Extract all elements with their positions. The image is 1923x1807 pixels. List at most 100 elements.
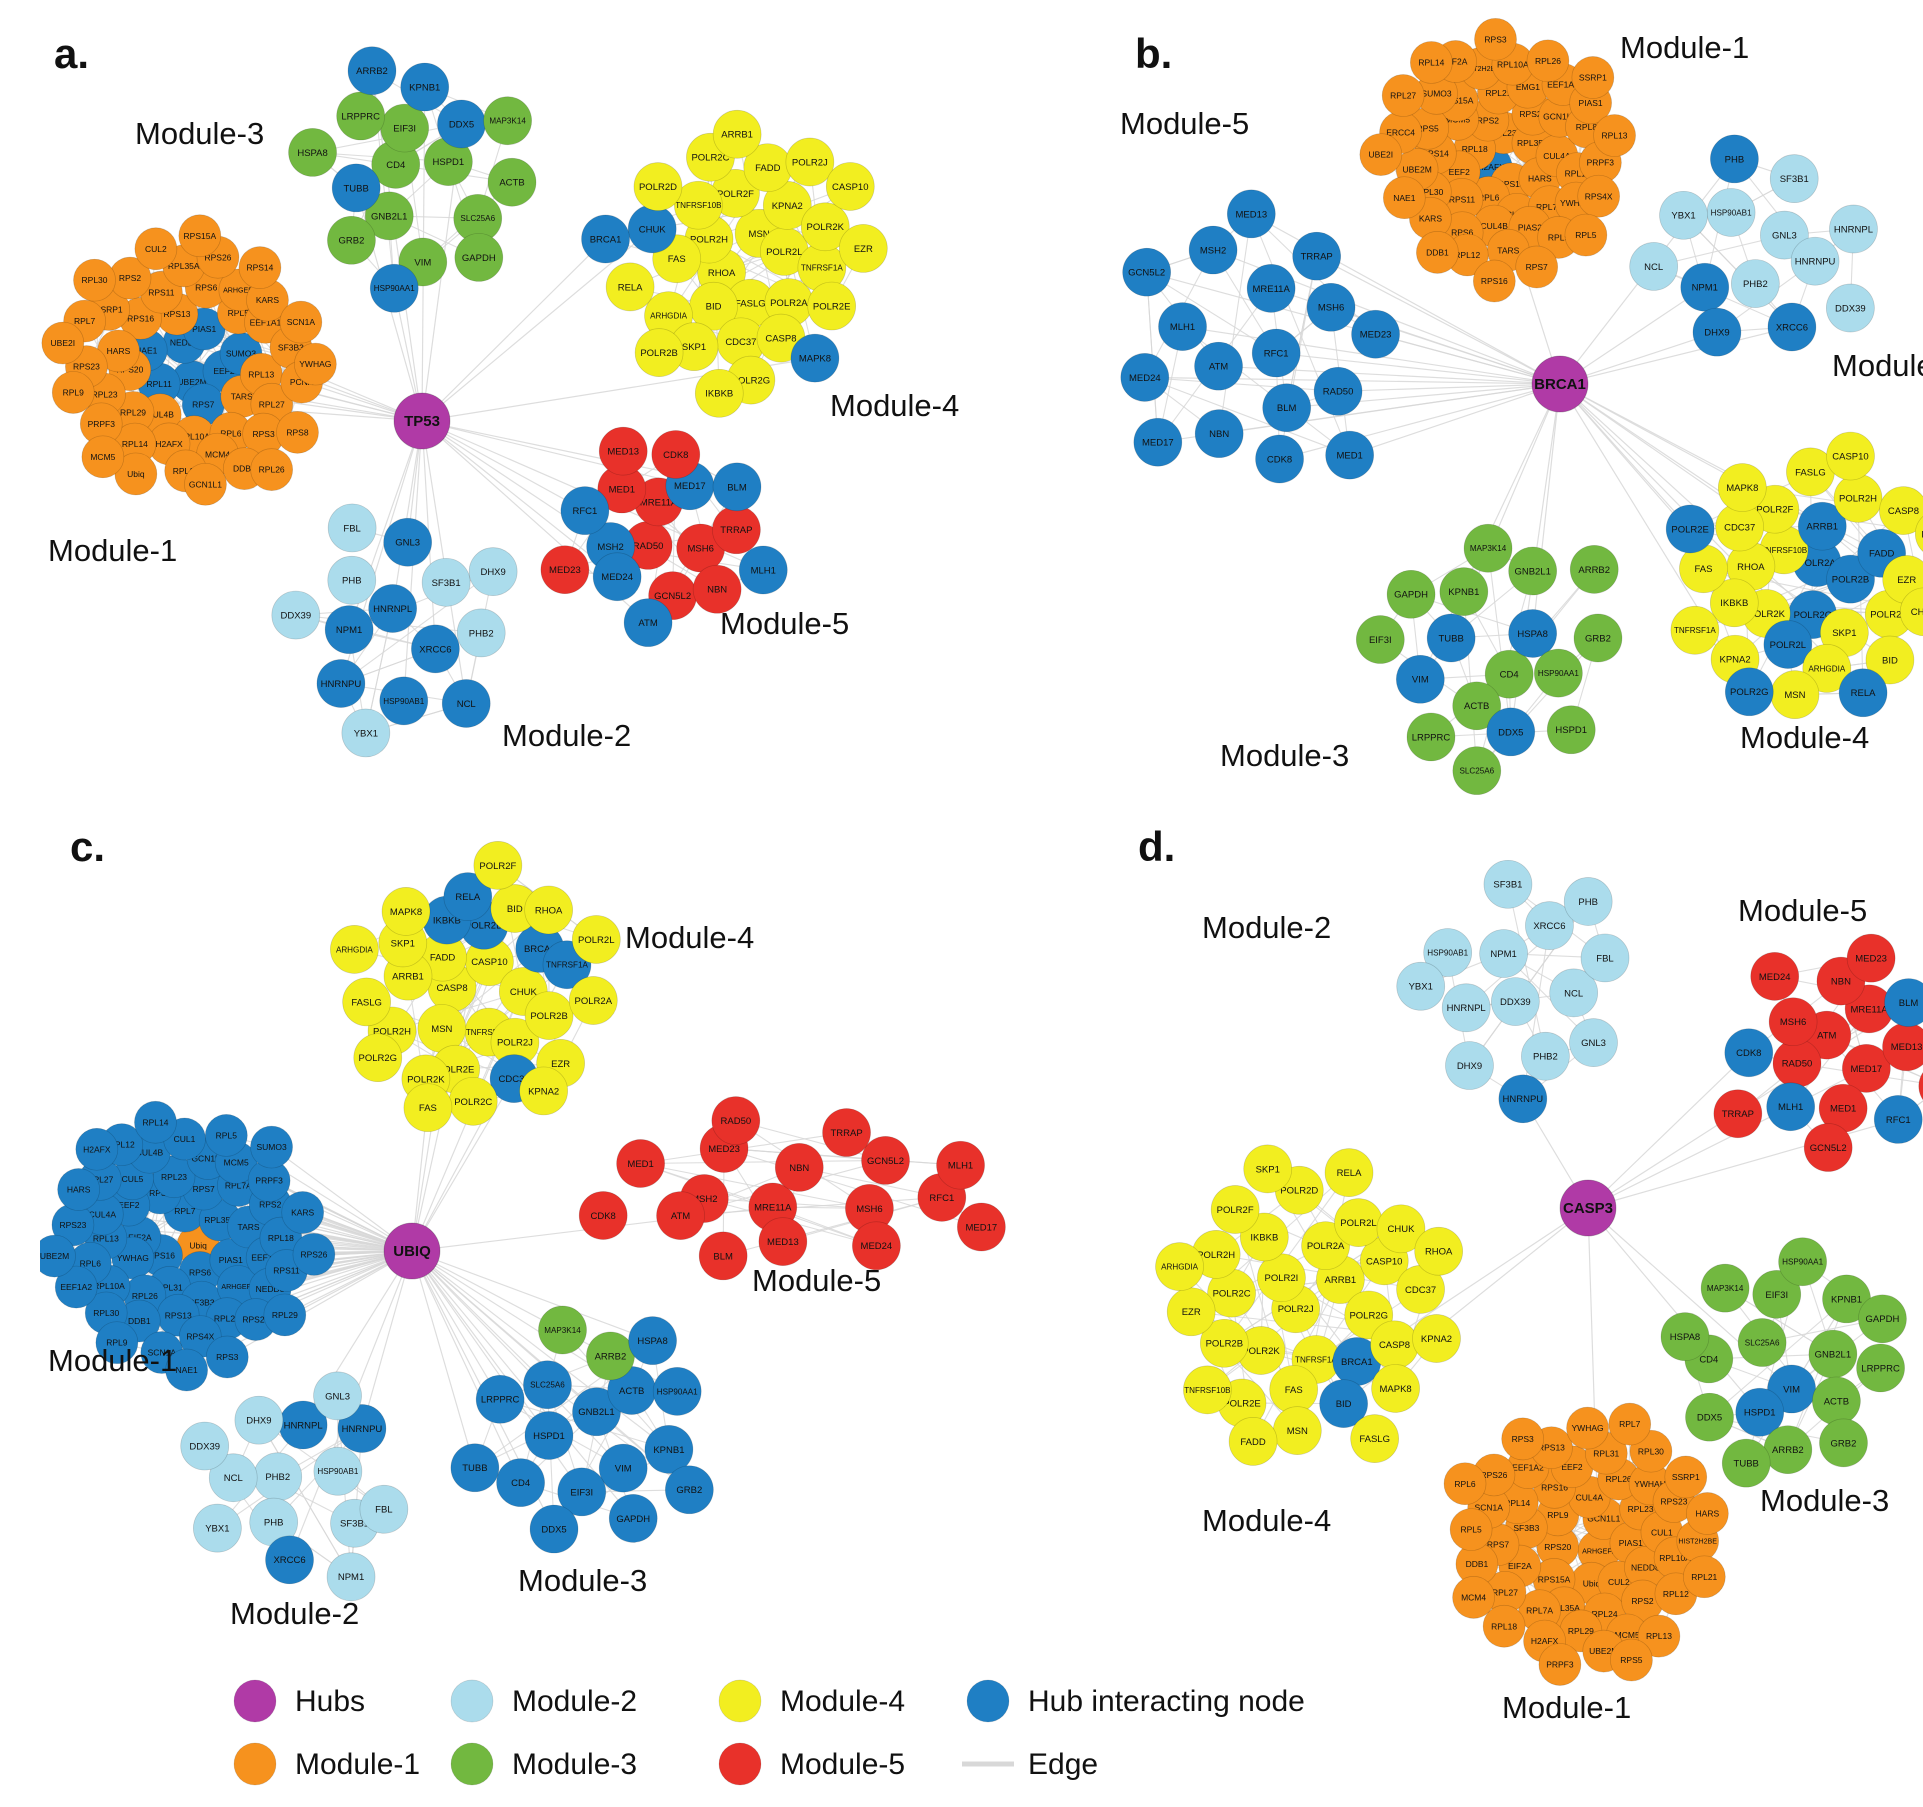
node-label-BID: BID [706,302,722,313]
edge [1338,384,1560,391]
node-label-MAPK8: MAPK8 [799,354,831,365]
node-label-MSN: MSN [1784,690,1805,701]
node-label-EZR: EZR [551,1059,570,1070]
node-label-SF3B1: SF3B1 [432,578,461,589]
legend-label-module-2: Module-2 [512,1685,637,1718]
node-label-POLR2L: POLR2L [578,935,614,946]
node-label-PHB2: PHB2 [1743,279,1768,290]
node-label-UBE2M: UBE2M [40,1251,69,1261]
node-label-BRCA1: BRCA1 [590,234,622,245]
node-label-HSPA8: HSPA8 [1670,1332,1700,1343]
node-label-RPS23: RPS23 [59,1220,86,1230]
node-label-GCN5L2: GCN5L2 [1128,268,1165,279]
node-label-RPL5: RPL5 [1460,1525,1482,1535]
node-label-POLR2G: POLR2G [1349,1310,1388,1321]
node-label-PIAS1: PIAS1 [192,324,216,334]
node-label-CASP10: CASP10 [1832,451,1868,462]
node-label-ARRB1: ARRB1 [721,130,753,141]
node-label-SSRP1: SSRP1 [1579,73,1607,83]
node-label-SKP1: SKP1 [682,342,706,353]
node-label-GNL3: GNL3 [1772,231,1797,242]
node-label-NPM1: NPM1 [336,625,362,636]
node-label-MED23: MED23 [1360,330,1392,341]
node-label-POLR2G: POLR2G [1730,687,1769,698]
node-label-YWHAG: YWHAG [299,359,331,369]
node-label-MED13: MED13 [767,1237,799,1248]
node-label-RPS7: RPS7 [192,400,214,410]
node-label-HSPD1: HSPD1 [533,1431,565,1442]
node-label-NBN: NBN [1209,429,1229,440]
node-label-MSH6: MSH6 [856,1204,882,1215]
node-label-RPS23: RPS23 [73,362,100,372]
node-label-MED24: MED24 [1759,972,1791,983]
node-label-PHB: PHB [264,1518,284,1529]
node-label-FADD: FADD [1869,549,1894,560]
node-label-NBN: NBN [707,585,727,596]
node-label-HNRNPL: HNRNPL [1834,224,1873,235]
node-label-RPS7: RPS7 [193,1184,215,1194]
node-label-RPL27: RPL27 [1390,91,1416,101]
node-label-RPL31: RPL31 [1593,1448,1619,1458]
node-label-MAPK8: MAPK8 [1726,483,1758,494]
node-label-CDK8: CDK8 [591,1211,616,1222]
node-label-KARS: KARS [1419,213,1442,223]
node-label-MED24: MED24 [1129,373,1161,384]
node-label-RPS2: RPS2 [1477,115,1499,125]
node-label-CHUK: CHUK [1911,607,1923,618]
node-label-MED23: MED23 [549,565,581,576]
node-label-RFC1: RFC1 [573,506,598,517]
node-label-ATM: ATM [638,618,657,629]
node-label-UBE2I: UBE2I [51,338,76,348]
node-label-XRCC6: XRCC6 [419,644,451,655]
node-label-HNRNPL: HNRNPL [284,1420,323,1431]
node-label-ARRB1: ARRB1 [1325,1275,1357,1286]
node-label-LRPPRC: LRPPRC [341,111,380,122]
module-label-module-2: Module-2 [1202,910,1331,945]
node-label-RPL13: RPL13 [248,369,274,379]
node-label-POLR2E: POLR2E [1671,524,1709,535]
node-label-HSP90AB1: HSP90AB1 [383,697,424,706]
node-label-DHX9: DHX9 [480,567,505,578]
node-label-SKP1: SKP1 [1256,1164,1280,1175]
node-label-VIM: VIM [1412,675,1429,686]
node-label-TUBB: TUBB [1438,633,1463,644]
node-label-FASLG: FASLG [1795,467,1826,478]
node-label-RAD50: RAD50 [721,1116,752,1127]
node-label-FAS: FAS [668,254,686,265]
node-label-PRPF3: PRPF3 [255,1176,283,1186]
node-label-RPL29: RPL29 [120,408,146,418]
node-label-CD4: CD4 [386,160,405,171]
legend-swatch-hub-interacting-node [967,1680,1009,1722]
node-label-CASP10: CASP10 [832,182,868,193]
module-label-module-1: Module-1 [48,533,177,568]
node-label-HSPA8: HSPA8 [297,148,327,159]
node-label-GNL3: GNL3 [1581,1038,1606,1049]
node-label-MCM4: MCM4 [1461,1592,1486,1602]
node-label-UBE2I: UBE2I [1369,150,1394,160]
node-label-GNL3: GNL3 [395,538,420,549]
node-label-RPL14: RPL14 [142,1117,168,1127]
node-label-RPL30: RPL30 [82,275,108,285]
node-label-SLC25A6: SLC25A6 [460,214,495,223]
node-label-RPL6: RPL6 [1454,1479,1476,1489]
module-label-module-1: Module-1 [48,1343,177,1378]
legend-swatch-module-2 [451,1680,493,1722]
node-label-CDK8: CDK8 [1267,454,1292,465]
node-label-YWHAG: YWHAG [117,1253,149,1263]
node-label-RPS11: RPS11 [273,1266,300,1276]
node-label-RPL14: RPL14 [122,439,148,449]
node-label-RPL13: RPL13 [1646,1631,1672,1641]
legend-label-module-5: Module-5 [780,1748,905,1781]
node-label-TRRAP: TRRAP [830,1128,862,1139]
node-label-IKBKB: IKBKB [1250,1232,1278,1243]
node-label-RELA: RELA [618,282,643,293]
node-label-LRPPRC: LRPPRC [481,1395,520,1406]
node-label-RPS4X: RPS4X [1585,191,1613,201]
node-label-POLR2H: POLR2H [1839,494,1877,505]
node-label-MSN: MSN [1287,1426,1308,1437]
node-label-MED13: MED13 [1235,209,1267,220]
node-label-RPL7: RPL7 [174,1206,196,1216]
node-label-ARRB2: ARRB2 [356,66,388,77]
legend-swatch-module-4 [719,1680,761,1722]
node-label-POLR2B: POLR2B [1206,1339,1244,1350]
